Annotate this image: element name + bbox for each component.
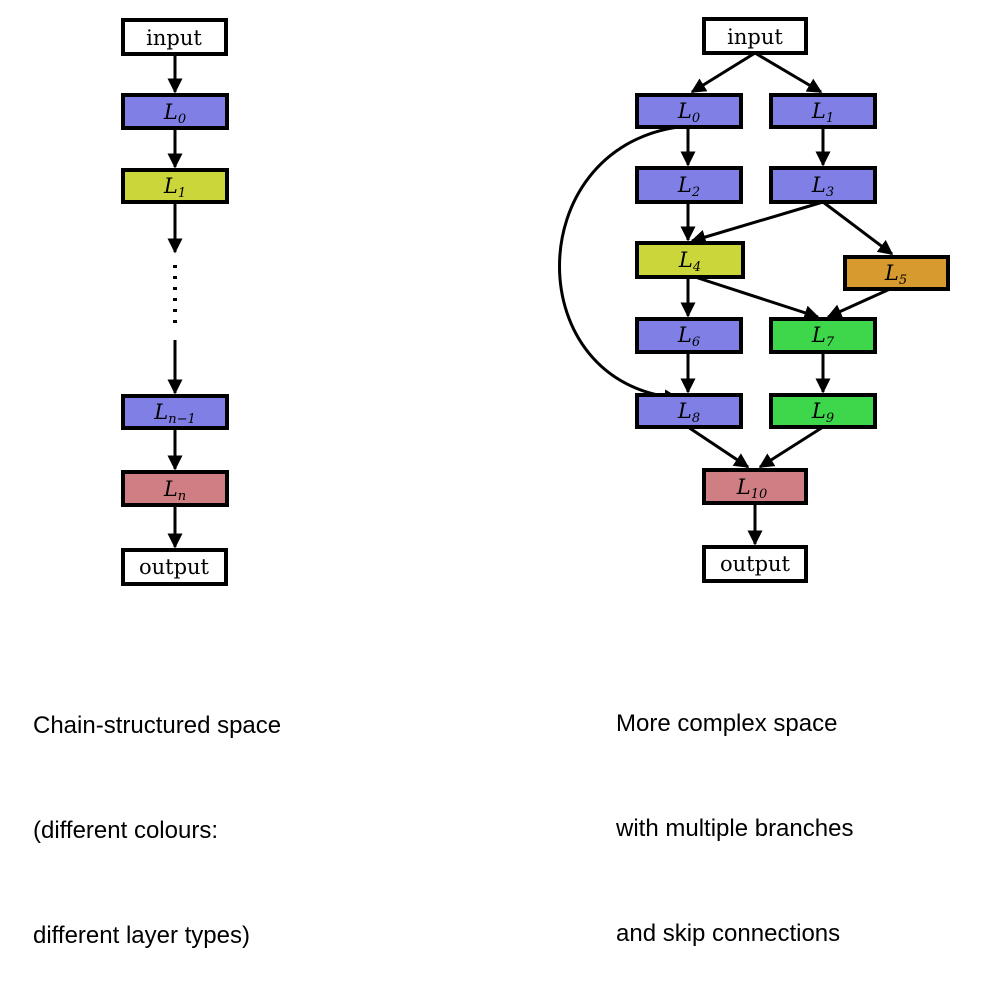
- L9-sub: 9: [826, 411, 834, 426]
- node-L3: L3: [769, 166, 877, 204]
- edge-input-L0: [690, 51, 756, 94]
- chain-caption-line-3: different layer types): [33, 922, 250, 949]
- chain-Ln-base: L: [163, 477, 178, 501]
- node-output: output: [702, 545, 808, 583]
- svg-text:L0: L0: [677, 99, 700, 126]
- chain-Ln-1-sub: n−1: [168, 412, 196, 427]
- edge-L8-L10: [687, 425, 750, 469]
- L7-base: L: [811, 323, 826, 347]
- edge-L4-L7: [694, 275, 820, 320]
- svg-text:L1: L1: [811, 99, 834, 126]
- svg-text:L4: L4: [678, 248, 701, 275]
- node-L1: L1: [769, 93, 877, 129]
- L8-sub: 8: [692, 411, 700, 426]
- chain-node-Ln: Ln: [121, 470, 229, 507]
- L4-base: L: [678, 248, 693, 272]
- chain-L0-sub: 0: [178, 112, 186, 127]
- L0-sub: 0: [692, 111, 700, 126]
- node-L9: L9: [769, 393, 877, 429]
- chain-node-Ln-1: Ln−1: [121, 394, 229, 430]
- chain-node-output: output: [121, 548, 228, 586]
- node-L10: L10: [702, 468, 808, 505]
- edge-L0-L8-skip: [558, 125, 680, 405]
- chain-Ln-sub: n: [178, 489, 186, 504]
- edge-L3-L5: [822, 200, 894, 256]
- diagram-canvas: input L0 L1 Ln−1 Ln output: [121, 17, 950, 586]
- chain-node-input-label: input: [146, 26, 202, 50]
- chain-node-L0: L0: [121, 93, 229, 130]
- chain-caption-line-1: Chain-structured space: [33, 712, 282, 739]
- chain-L1-base: L: [163, 174, 178, 198]
- L3-sub: 3: [826, 185, 834, 200]
- svg-text:L2: L2: [677, 173, 700, 200]
- complex-caption-line-2: with multiple branches: [616, 815, 854, 842]
- svg-text:L10: L10: [736, 475, 768, 502]
- L5-sub: 5: [899, 273, 907, 288]
- node-input-label: input: [727, 25, 783, 49]
- L1-sub: 1: [826, 111, 834, 126]
- chain-node-L1: L1: [121, 168, 229, 204]
- svg-text:L5: L5: [884, 261, 907, 288]
- node-output-label: output: [720, 552, 791, 576]
- chain-node-input: input: [121, 18, 228, 56]
- node-L5: L5: [843, 255, 950, 291]
- L8-base: L: [677, 399, 692, 423]
- L1-base: L: [811, 99, 826, 123]
- chain-diagram: input L0 L1 Ln−1 Ln output: [121, 18, 229, 586]
- complex-caption: More complex space with multiple branche…: [616, 636, 853, 986]
- L4-sub: 4: [692, 260, 701, 275]
- L2-sub: 2: [691, 185, 700, 200]
- L3-base: L: [811, 173, 826, 197]
- L6-base: L: [677, 323, 692, 347]
- complex-caption-line-1: More complex space: [616, 710, 838, 737]
- node-L6: L6: [635, 317, 743, 354]
- node-L0: L0: [635, 93, 743, 129]
- node-L2: L2: [635, 166, 743, 204]
- L2-base: L: [677, 173, 692, 197]
- L10-base: L: [736, 475, 751, 499]
- chain-L0-base: L: [163, 100, 178, 124]
- node-input: input: [702, 17, 808, 55]
- svg-text:L9: L9: [811, 399, 834, 426]
- svg-text:L7: L7: [811, 323, 835, 350]
- chain-caption: Chain-structured space (different colour…: [33, 638, 281, 988]
- complex-diagram: input L0 L1 L2 L3 L4 L5 L6: [558, 17, 950, 583]
- edge-L9-L10: [758, 425, 824, 469]
- node-L4: L4: [635, 241, 745, 279]
- svg-text:L0: L0: [163, 100, 186, 127]
- svg-text:Ln: Ln: [163, 477, 186, 504]
- L7-sub: 7: [826, 335, 835, 350]
- svg-text:L3: L3: [811, 173, 834, 200]
- L6-sub: 6: [692, 335, 700, 350]
- node-L8: L8: [635, 393, 743, 429]
- L5-base: L: [884, 261, 899, 285]
- svg-text:L1: L1: [163, 174, 186, 201]
- edge-L5-L7: [826, 287, 891, 319]
- edge-input-L1: [754, 51, 823, 94]
- chain-caption-line-2: (different colours:: [33, 817, 218, 844]
- chain-node-output-label: output: [139, 555, 210, 579]
- L9-base: L: [811, 399, 826, 423]
- chain-Ln-1-base: L: [153, 400, 168, 424]
- L0-base: L: [677, 99, 692, 123]
- svg-text:L8: L8: [677, 399, 700, 426]
- svg-text:L6: L6: [677, 323, 700, 350]
- complex-caption-line-3: and skip connections: [616, 920, 841, 947]
- svg-text:Ln−1: Ln−1: [153, 400, 196, 427]
- edge-L3-L4: [690, 200, 824, 245]
- L10-sub: 10: [751, 487, 768, 502]
- chain-L1-sub: 1: [178, 186, 186, 201]
- node-L7: L7: [769, 317, 877, 354]
